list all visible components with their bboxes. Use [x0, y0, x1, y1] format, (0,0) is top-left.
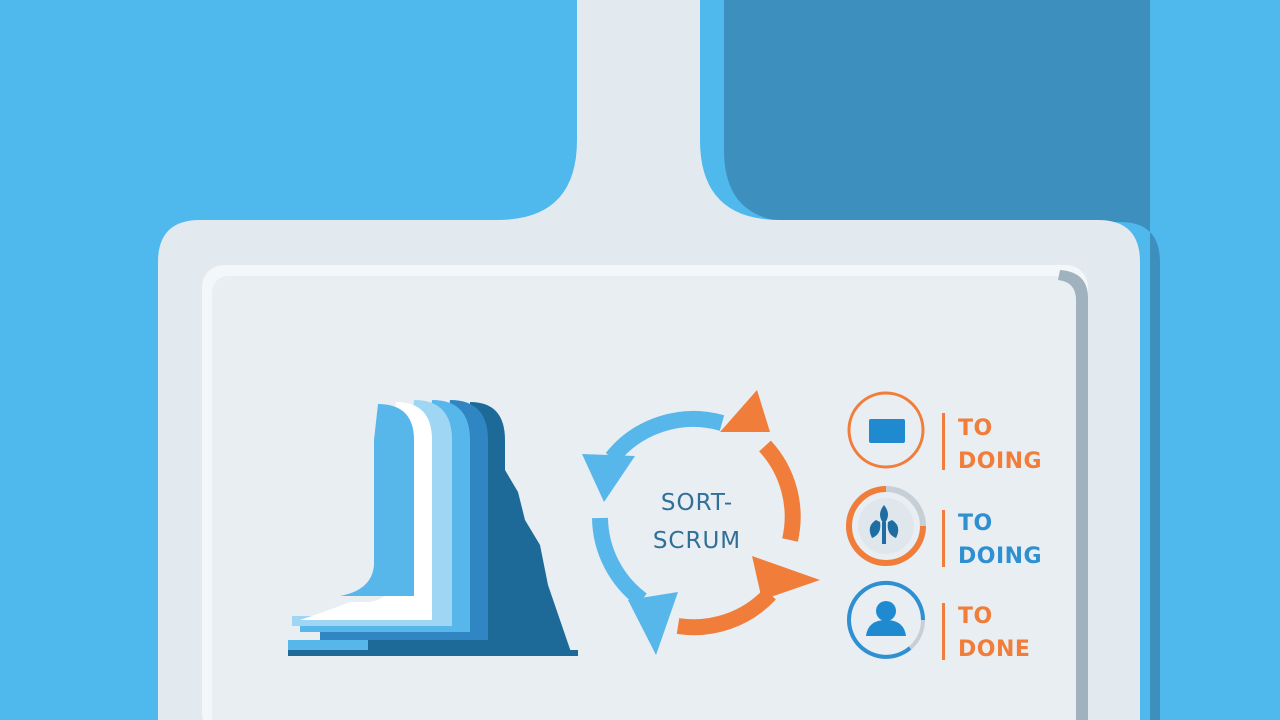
- ring-orange: [847, 391, 925, 469]
- leaf-icon: [869, 505, 899, 544]
- cycle-arrows-icon: [582, 390, 820, 655]
- row-label-line2: DOING: [958, 449, 1042, 474]
- cycle-label-line1: SORT-: [661, 490, 733, 516]
- ring-blue-arc: [847, 580, 926, 659]
- person-icon: [866, 601, 906, 636]
- row-doing-2: TO DOING: [846, 486, 1042, 569]
- ring-orange-arc: [846, 486, 926, 566]
- row-label-line2: DONE: [958, 637, 1030, 662]
- row-label-line1: TO: [958, 416, 993, 441]
- board-inner-shade: [1058, 270, 1088, 720]
- divider: [942, 413, 945, 470]
- waterfall-icon: [288, 400, 578, 656]
- row-doing-1: TO DOING: [847, 391, 1042, 474]
- cycle-label-line2: SCRUM: [653, 528, 741, 554]
- row-done: TO DONE: [847, 580, 1030, 662]
- board-shadow: [724, 0, 1160, 720]
- row-label-line2: DOING: [958, 544, 1042, 569]
- row-label-line1: TO: [958, 604, 993, 629]
- row-label-line1: TO: [958, 511, 993, 536]
- card-icon: [869, 419, 905, 443]
- divider: [942, 603, 945, 660]
- divider: [942, 510, 945, 567]
